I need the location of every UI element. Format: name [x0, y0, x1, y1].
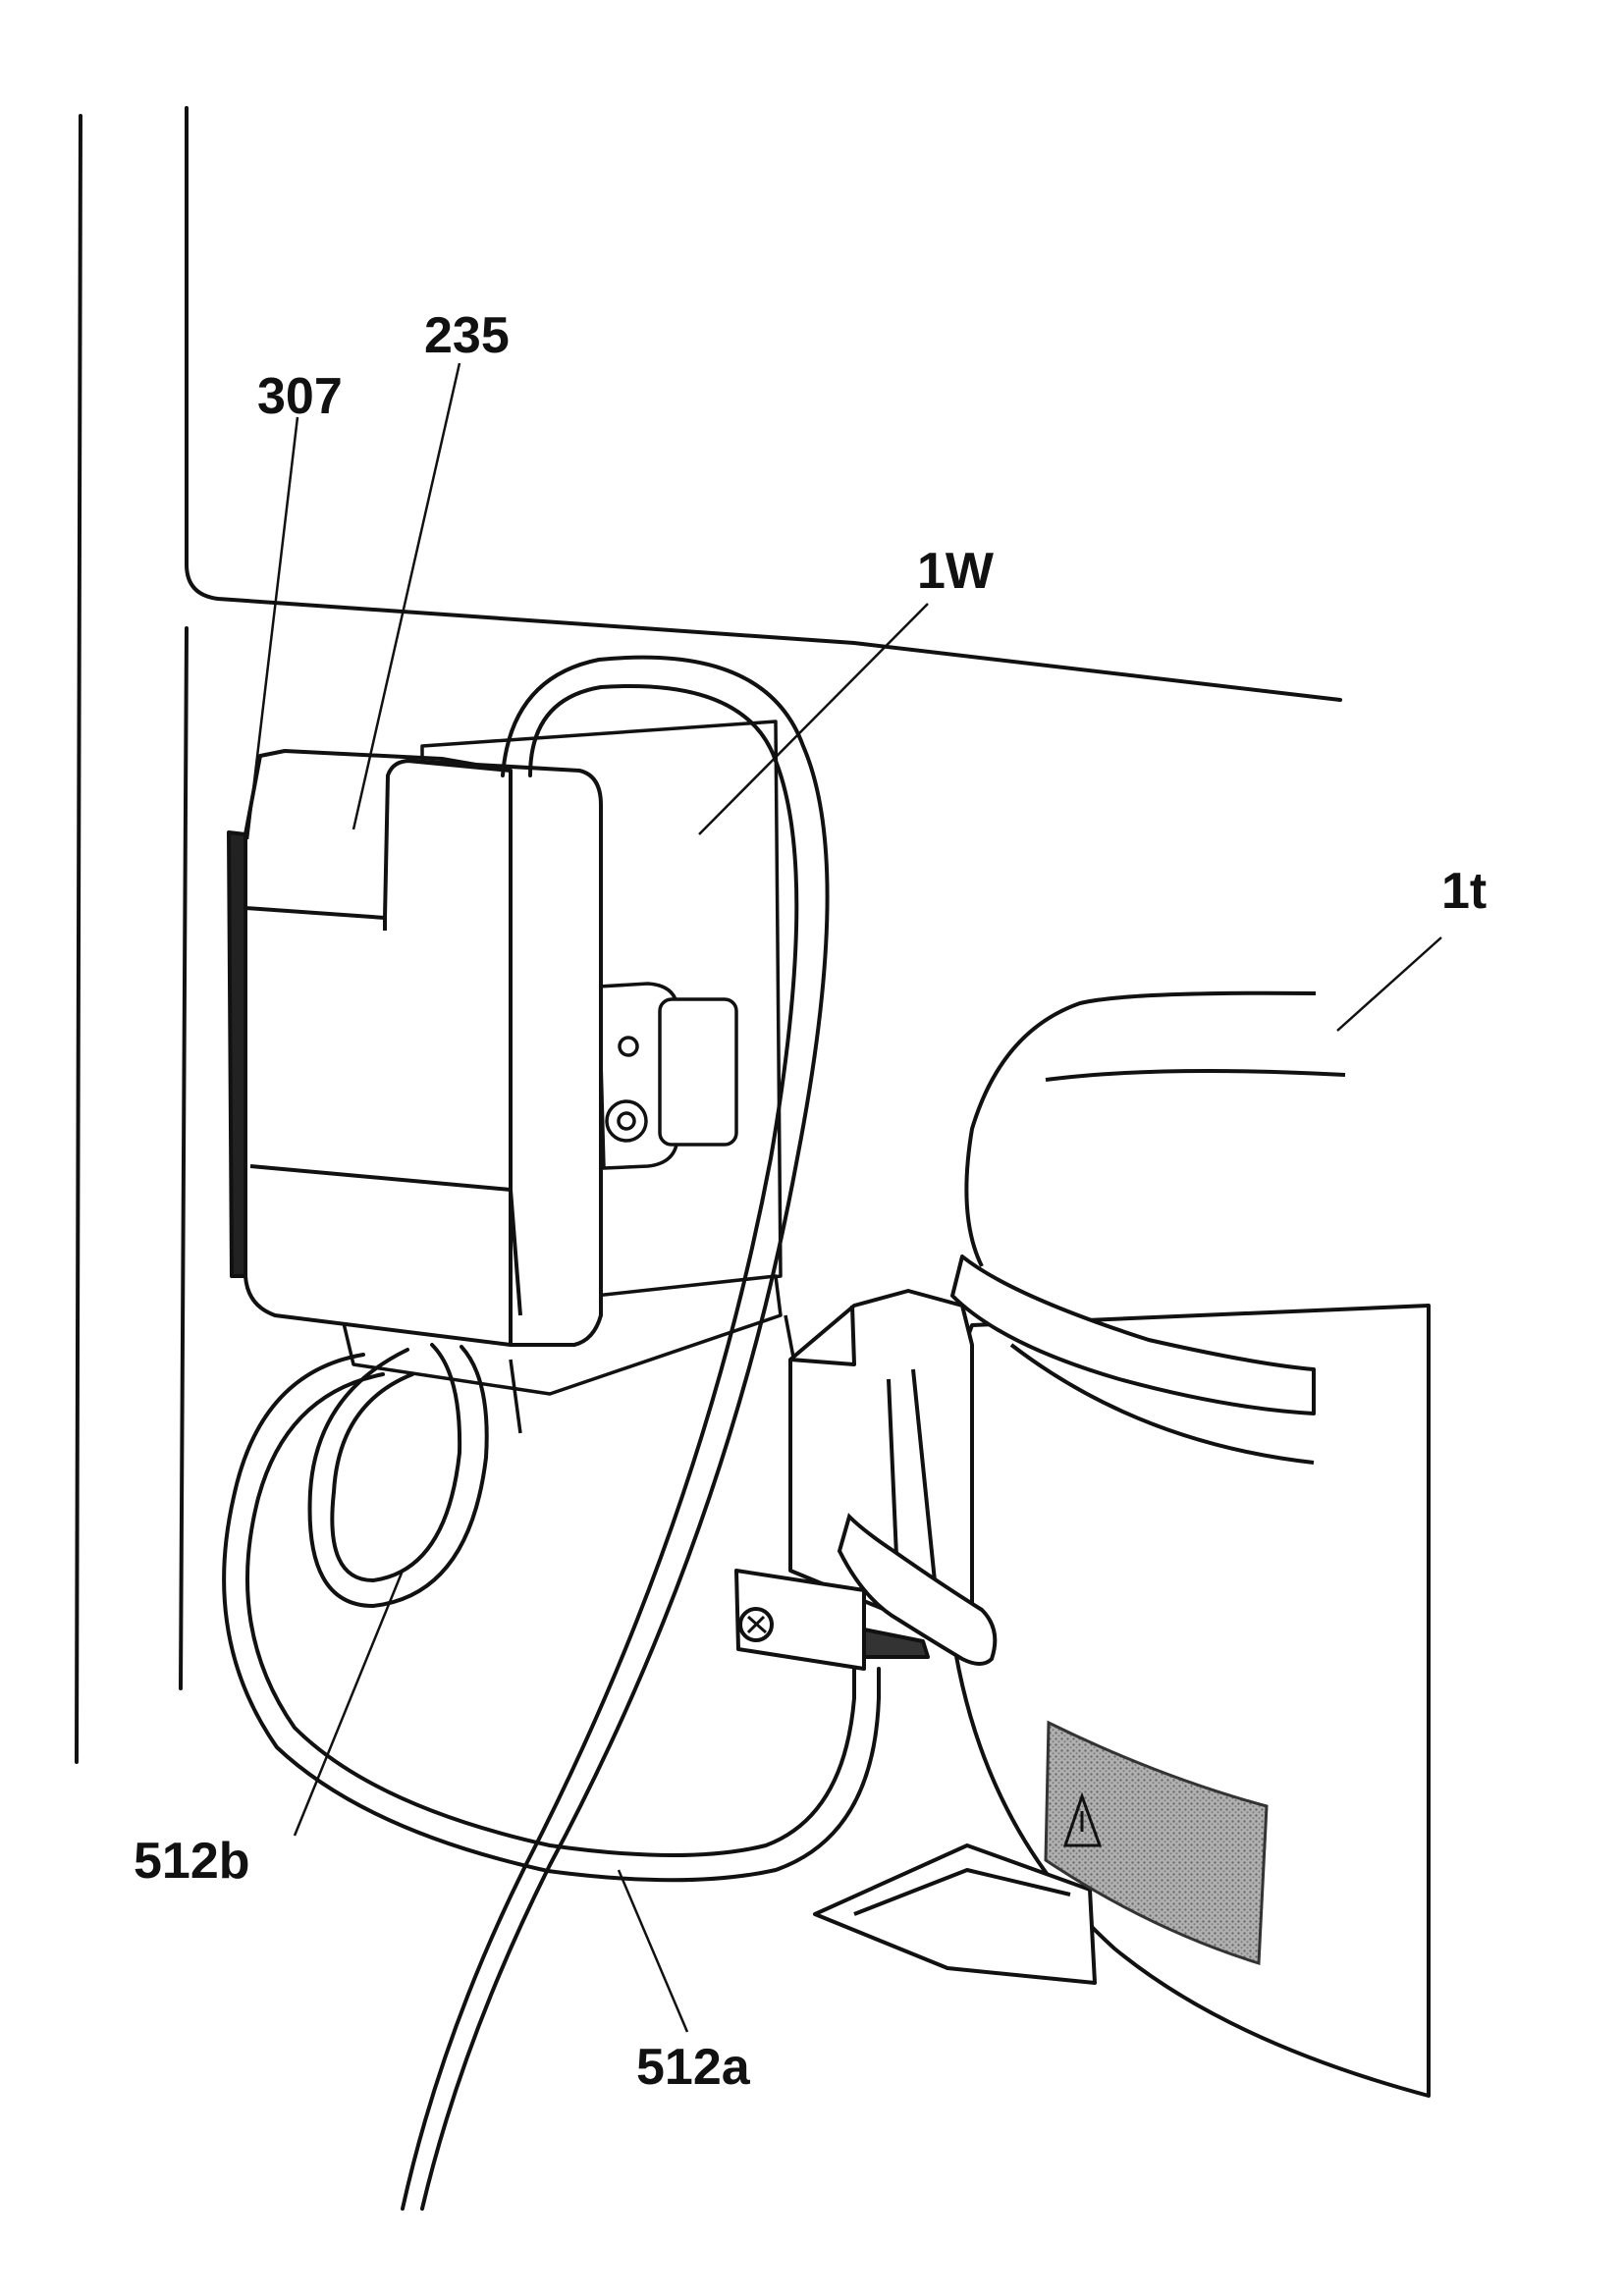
power-cord	[401, 655, 830, 2211]
control-box	[227, 749, 603, 1347]
reference-label-1w: 1W	[917, 543, 994, 600]
compressor	[813, 990, 1431, 2098]
terminal-block	[734, 1289, 974, 1671]
reference-label-235: 235	[424, 307, 510, 364]
warning-label	[1044, 1720, 1269, 1966]
wire-512b	[307, 1343, 489, 1609]
reference-label-512a: 512a	[636, 2039, 750, 2096]
reference-label-307: 307	[257, 368, 343, 425]
leader-lines	[245, 362, 1442, 2033]
reference-label-1t: 1t	[1441, 863, 1488, 920]
cabinet-wall	[75, 106, 1342, 1764]
reference-label-512b: 512b	[134, 1833, 250, 1890]
wire-512a	[222, 1353, 998, 1883]
warning-triangle-icon	[1062, 1791, 1103, 1847]
